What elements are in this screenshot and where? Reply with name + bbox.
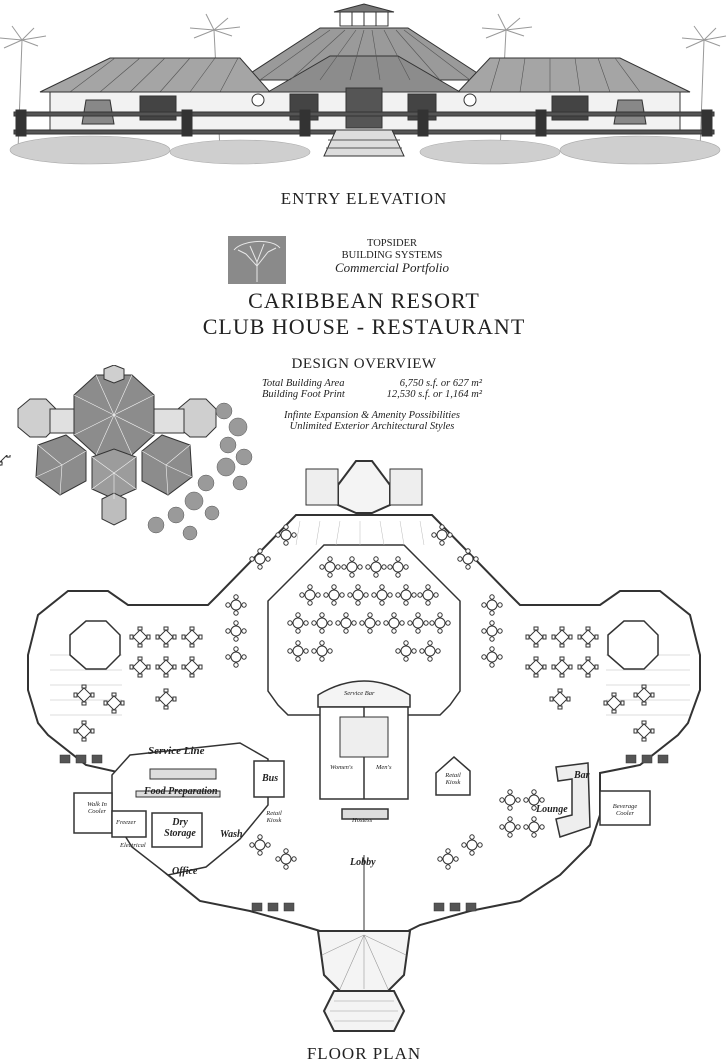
room-label-beverage-cooler: Beverage Cooler <box>612 803 638 817</box>
room-label-retail-kiosk-right: Retail Kiosk <box>445 772 461 786</box>
stat-label: Total Building Area <box>262 378 345 389</box>
service-line-counter <box>149 768 217 780</box>
deck-railing <box>13 109 715 157</box>
cupola <box>333 3 395 27</box>
bar-counter <box>555 762 591 838</box>
stat-label: Building Foot Print <box>262 389 345 400</box>
project-title: CARIBBEAN RESORT CLUB HOUSE - RESTAURANT <box>0 288 728 340</box>
walk-in-cooler <box>73 792 113 834</box>
booth-seating <box>59 754 669 912</box>
beverage-cooler <box>599 790 651 826</box>
room-label-dry-storage: Dry Storage <box>164 817 196 839</box>
room-label-retail-kiosk-left: Retail Kiosk <box>266 810 282 824</box>
brand-line-3: Commercial Portfolio <box>335 260 449 275</box>
room-label-walk-in-cooler: Walk In Cooler <box>87 801 107 815</box>
roof-seams <box>69 29 641 93</box>
freezer <box>111 810 147 838</box>
brand-block: TOPSIDER BUILDING SYSTEMS Commercial Por… <box>228 236 498 284</box>
patio-tables <box>0 455 655 742</box>
brand-line-1: TOPSIDER <box>367 238 417 249</box>
elevation-caption: ENTRY ELEVATION <box>280 189 448 208</box>
tree-logo-icon <box>228 236 286 284</box>
stat-row: Total Building Area 6,750 s.f. or 627 m² <box>262 378 482 389</box>
stat-value: 12,530 s.f. or 1,164 m² <box>386 389 482 400</box>
room-label-service-line: Service Line <box>148 745 205 757</box>
room-label-electrical: Electrical <box>120 842 146 849</box>
brand-text: TOPSIDER BUILDING SYSTEMS Commercial Por… <box>292 238 492 274</box>
roof-plan-drawing <box>17 365 253 541</box>
brand-line-2: BUILDING SYSTEMS <box>341 250 443 261</box>
room-label-lobby: Lobby <box>350 857 376 868</box>
title-line-2: CLUB HOUSE - RESTAURANT <box>202 314 526 339</box>
prep-counter <box>135 790 221 798</box>
room-label-mens: Men's <box>376 764 392 771</box>
dining-room-outline <box>267 544 461 716</box>
floor-plan-drawing <box>0 455 701 1032</box>
room-label-food-preparation: Food Preparation <box>144 786 218 797</box>
floor-plan-caption: FLOOR PLAN <box>306 1044 422 1063</box>
entry-elevation-drawing <box>0 3 727 165</box>
service-bar-arch <box>317 680 411 708</box>
ground-shrubs <box>9 135 721 165</box>
room-label-bus: Bus <box>262 773 279 784</box>
entry-hatching <box>321 934 407 1022</box>
room-label-bar: Bar <box>574 770 590 781</box>
dry-storage <box>151 812 203 848</box>
north-pavilion <box>337 460 391 514</box>
roofs <box>39 27 691 93</box>
room-label-service-bar: Service Bar <box>344 690 375 697</box>
overview-heading: DESIGN OVERVIEW <box>291 356 437 372</box>
room-label-womens: Women's <box>330 764 353 771</box>
hostess-desk <box>341 808 389 820</box>
west-bar-octagon <box>69 620 121 670</box>
bus-station <box>253 760 285 798</box>
room-label-wash: Wash <box>220 829 243 840</box>
retail-kiosk-right <box>435 756 471 796</box>
overview-notes: Infinte Expansion & Amenity Possibilitie… <box>262 410 482 432</box>
overview-stats: Total Building Area 6,750 s.f. or 627 m²… <box>262 378 482 400</box>
note-line: Infinte Expansion & Amenity Possibilitie… <box>284 410 460 421</box>
room-label-lounge: Lounge <box>536 804 568 815</box>
room-label-hostess: Hostess <box>352 817 373 824</box>
east-bar-octagon <box>607 620 659 670</box>
note-line: Unlimited Exterior Architectural Styles <box>289 421 455 432</box>
room-label-freezer: Freezer <box>116 819 136 826</box>
stat-row: Building Foot Print 12,530 s.f. or 1,164… <box>262 389 482 400</box>
stat-value: 6,750 s.f. or 627 m² <box>399 378 482 389</box>
room-label-office: Office <box>172 866 198 877</box>
landscape-trees <box>147 402 253 541</box>
title-line-1: CARIBBEAN RESORT <box>248 288 480 313</box>
